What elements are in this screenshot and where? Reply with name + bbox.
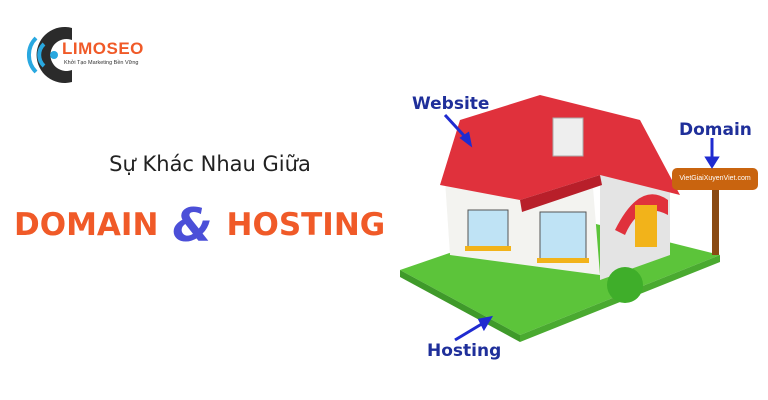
label-website: Website [412,94,490,114]
headline-domain: DOMAIN [14,207,159,243]
left-window [467,209,509,249]
bush [607,267,643,303]
headline-ampersand: & [172,198,213,252]
house-illustration [400,95,758,342]
headline: DOMAIN&HOSTING [14,198,424,252]
subtitle: Sự Khác Nhau Giữa [109,152,311,176]
door-awning [615,194,668,235]
headline-hosting: HOSTING [226,207,386,243]
label-domain: Domain [679,120,752,140]
logo-brand: LIMOSEO [62,39,144,58]
door [635,205,657,247]
sign-post [712,185,719,255]
sign-board [672,168,758,190]
limoseo-logo [26,27,72,83]
sign-text: VietGiaiXuyenViet.com [679,175,751,182]
chimney [552,117,584,157]
label-hosting: Hosting [427,341,502,361]
right-window [539,211,587,261]
logo-tagline: Khởi Tạo Marketing Bền Vững [64,60,139,66]
